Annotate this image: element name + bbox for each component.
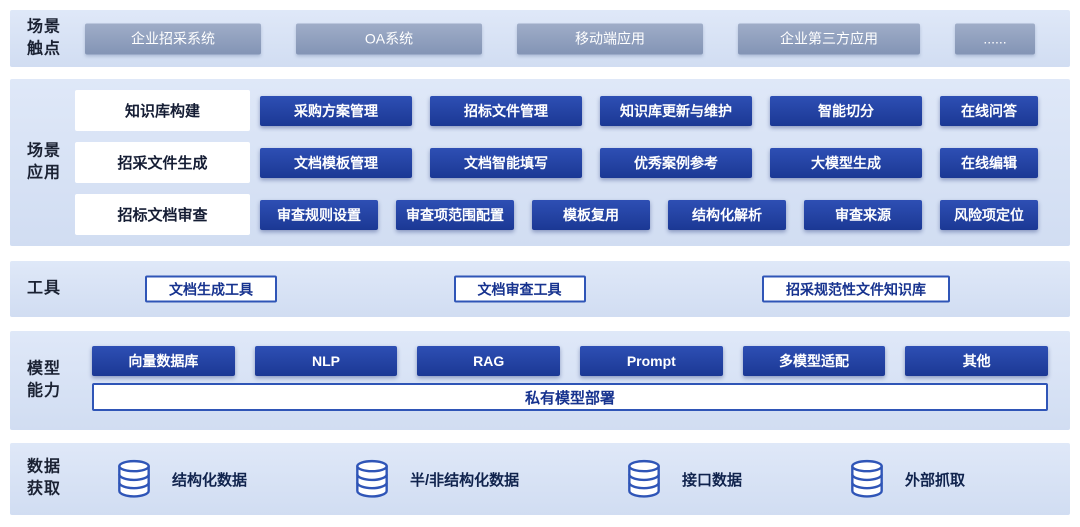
layer-data-label: 数据获取 — [27, 458, 62, 498]
application-node: 文档模板管理 — [260, 147, 412, 178]
tool-node: 招采规范性文件知识库 — [762, 275, 950, 303]
model-node: 多模型适配 — [742, 346, 886, 376]
data-source: 外部抓取 — [845, 456, 965, 502]
application-row-doc-review: 审查规则设置 审查项范围配置 模板复用 结构化解析 审查来源 风险项定位 — [260, 194, 1038, 235]
layer-applications-label: 场景应用 — [27, 142, 62, 182]
database-icon — [350, 456, 394, 502]
private-model-deployment-bar: 私有模型部署 — [92, 383, 1048, 411]
layer-touchpoints: 场景触点 企业招采系统 OA系统 移动端应用 企业第三方应用 ...... — [10, 10, 1070, 67]
application-node: 知识库更新与维护 — [600, 95, 752, 126]
layer-model-label: 模型能力 — [27, 360, 62, 400]
application-node: 优秀案例参考 — [600, 147, 752, 178]
touchpoint-node: OA系统 — [296, 23, 482, 54]
application-group-labels: 知识库构建 招采文件生成 招标文档审查 — [75, 90, 250, 235]
application-node: 审查规则设置 — [260, 199, 378, 230]
database-icon — [622, 456, 666, 502]
application-node: 在线编辑 — [940, 147, 1038, 178]
application-group-label: 知识库构建 — [75, 90, 250, 131]
data-source-label: 外部抓取 — [904, 471, 965, 489]
application-node-rows: 采购方案管理 招标文件管理 知识库更新与维护 智能切分 在线问答 文档模板管理 … — [260, 90, 1038, 235]
model-node: 向量数据库 — [92, 346, 235, 376]
layer-tools: 工具 文档生成工具 文档审查工具 招采规范性文件知识库 — [10, 261, 1070, 317]
application-node: 文档智能填写 — [430, 147, 582, 178]
data-source: 接口数据 — [622, 456, 742, 502]
data-source-label: 半/非结构化数据 — [409, 471, 520, 489]
application-row-doc-generation: 文档模板管理 文档智能填写 优秀案例参考 大模型生成 在线编辑 — [260, 142, 1038, 183]
layer-tools-label: 工具 — [27, 279, 62, 297]
database-icon — [845, 456, 889, 502]
tool-node: 文档审查工具 — [453, 275, 586, 303]
model-node: 其他 — [905, 346, 1049, 376]
application-group-label: 招采文件生成 — [75, 142, 250, 183]
application-node: 模板复用 — [532, 199, 650, 230]
application-node: 大模型生成 — [770, 147, 922, 178]
touchpoint-node: 企业第三方应用 — [738, 23, 920, 54]
database-icon — [112, 456, 156, 502]
layer-model-capability: 模型能力 向量数据库 NLP RAG Prompt 多模型适配 其他 私有模型部… — [10, 331, 1070, 430]
model-node-list: 向量数据库 NLP RAG Prompt 多模型适配 其他 — [92, 346, 1049, 376]
application-row-knowledge-base: 采购方案管理 招标文件管理 知识库更新与维护 智能切分 在线问答 — [260, 90, 1038, 131]
layer-touchpoints-label: 场景触点 — [27, 18, 62, 58]
tool-node-list: 文档生成工具 文档审查工具 招采规范性文件知识库 — [145, 275, 950, 303]
data-source-label: 结构化数据 — [172, 471, 248, 489]
application-node: 审查来源 — [804, 199, 922, 230]
touchpoint-node-list: 企业招采系统 OA系统 移动端应用 企业第三方应用 ...... — [85, 23, 1035, 54]
model-node: Prompt — [580, 346, 723, 376]
application-node: 智能切分 — [770, 95, 922, 126]
model-node: RAG — [417, 346, 561, 376]
layer-applications: 场景应用 知识库构建 招采文件生成 招标文档审查 采购方案管理 招标文件管理 知… — [10, 79, 1070, 246]
data-source-list: 结构化数据 半/非结构化数据 — [112, 443, 965, 515]
application-node: 在线问答 — [940, 95, 1038, 126]
touchpoint-node-more: ...... — [955, 23, 1035, 54]
application-node: 招标文件管理 — [430, 95, 582, 126]
model-node: NLP — [254, 346, 398, 376]
data-source: 半/非结构化数据 — [350, 456, 519, 502]
application-group-label: 招标文档审查 — [75, 194, 250, 235]
data-source: 结构化数据 — [112, 456, 247, 502]
application-node: 采购方案管理 — [260, 95, 412, 126]
application-node: 结构化解析 — [668, 199, 786, 230]
layer-data-acquisition: 数据获取 结构化数据 — [10, 443, 1070, 515]
data-source-label: 接口数据 — [682, 471, 743, 489]
application-node: 审查项范围配置 — [396, 199, 514, 230]
touchpoint-node: 企业招采系统 — [85, 23, 261, 54]
tool-node: 文档生成工具 — [145, 275, 277, 303]
application-node: 风险项定位 — [940, 199, 1038, 230]
touchpoint-node: 移动端应用 — [517, 23, 703, 54]
